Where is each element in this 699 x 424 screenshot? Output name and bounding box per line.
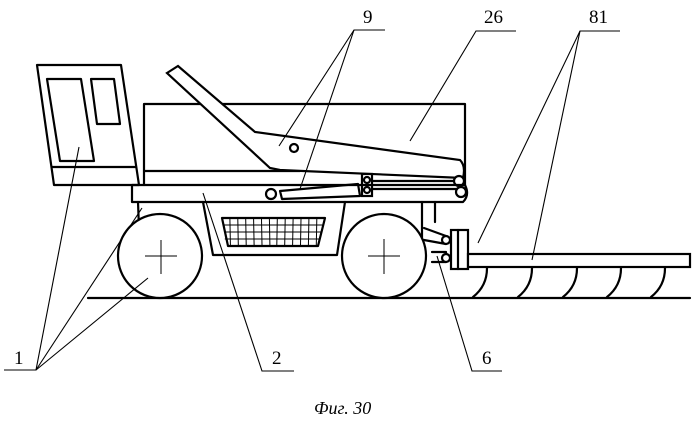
pivot-pin bbox=[288, 142, 300, 154]
implement-81 bbox=[466, 252, 692, 299]
frame-2 bbox=[130, 183, 469, 204]
hitch-6 bbox=[422, 226, 470, 271]
tines bbox=[471, 266, 667, 299]
rear-wheel bbox=[340, 212, 428, 300]
label-6: 6 bbox=[482, 348, 492, 369]
label-81: 81 bbox=[589, 7, 608, 28]
hitch-plate bbox=[449, 228, 470, 271]
radiator-grille bbox=[220, 216, 327, 248]
tine bbox=[561, 266, 579, 299]
label-1: 1 bbox=[14, 348, 24, 369]
leader-lines bbox=[4, 29, 620, 372]
front-wheel bbox=[116, 212, 204, 300]
implement-beam bbox=[466, 252, 692, 269]
tine bbox=[649, 266, 667, 299]
grille-mesh bbox=[223, 218, 323, 246]
label-2: 2 bbox=[272, 348, 282, 369]
hydraulic-cylinder bbox=[278, 182, 362, 201]
tine bbox=[516, 266, 534, 299]
tine bbox=[605, 266, 623, 299]
cab bbox=[35, 63, 141, 187]
tine bbox=[471, 266, 489, 299]
label-26: 26 bbox=[484, 7, 503, 28]
lever-arm-9 bbox=[165, 64, 466, 180]
label-9: 9 bbox=[363, 7, 373, 28]
cab-side-window bbox=[89, 77, 122, 126]
cab-door-window bbox=[45, 77, 96, 163]
figure-caption: Фиг. 30 bbox=[314, 398, 371, 418]
body-26 bbox=[142, 102, 467, 187]
